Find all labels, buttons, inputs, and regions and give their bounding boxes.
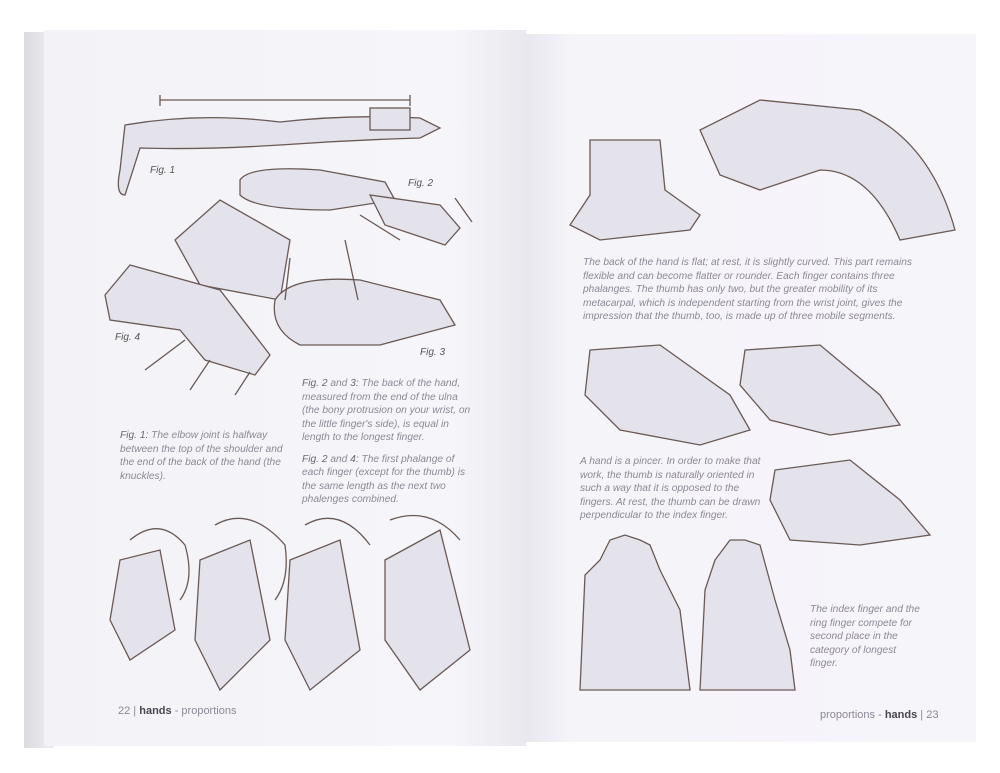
paragraph-back-of-hand: The back of the hand is flat; at rest, i… <box>583 257 912 322</box>
caption-fig2-3: Fig. 2 and 3: The back of the hand, meas… <box>302 377 474 445</box>
paragraph-pincer: A hand is a pincer. In order to make tha… <box>580 456 761 521</box>
sketch-fig2-hand <box>239 168 473 246</box>
caption-connector: and <box>327 378 351 389</box>
chapter-name: hands <box>884 709 918 721</box>
captions-fig2: Fig. 2 and 3: The back of the hand, meas… <box>302 377 474 507</box>
fig2-label: Fig. 2 <box>408 178 434 189</box>
caption-fig2-4: Fig. 2 and 4: The first phalange of each… <box>302 453 474 507</box>
sketch-hands-longest-finger <box>579 534 796 691</box>
caption-text: The first phalange of each finger (excep… <box>302 453 466 506</box>
caption-label: Fig. 1: <box>120 430 149 441</box>
right-page-footer: proportions - hands | 23 <box>820 709 939 721</box>
sketch-fig3-hand <box>174 199 457 346</box>
fig1-label: Fig. 1 <box>150 165 176 176</box>
sketch-hand-sequence <box>109 514 471 692</box>
sketch-pincer-hands <box>584 344 932 546</box>
caption-text: The elbow joint is halfway between the t… <box>120 430 283 482</box>
caption-label: Fig. 2 <box>302 453 328 465</box>
fig4-label: Fig. 4 <box>115 332 141 343</box>
left-page-footer: 22 | hands - proportions <box>118 705 237 717</box>
section-name: proportions <box>820 709 876 721</box>
chapter-name: hands <box>139 705 172 717</box>
sketch-fig1-arm <box>117 95 442 196</box>
sketch-fig4-hand <box>104 264 271 396</box>
page-number: 23 <box>926 709 939 721</box>
caption-text: The back of the hand, measured from the … <box>302 378 471 443</box>
fig3-label: Fig. 3 <box>420 347 446 358</box>
caption-fig1: Fig. 1: The elbow joint is halfway betwe… <box>120 429 292 483</box>
sketch-back-of-hand <box>569 99 956 241</box>
caption-label: 4: <box>350 453 359 465</box>
page-number: 22 <box>118 705 131 717</box>
caption-label: Fig. 2 <box>302 378 328 389</box>
caption-connector: and <box>327 453 351 465</box>
section-name: proportions <box>181 705 237 717</box>
paragraph-index-finger: The index finger and the ring finger com… <box>810 604 920 669</box>
caption-label: 3: <box>350 378 359 389</box>
